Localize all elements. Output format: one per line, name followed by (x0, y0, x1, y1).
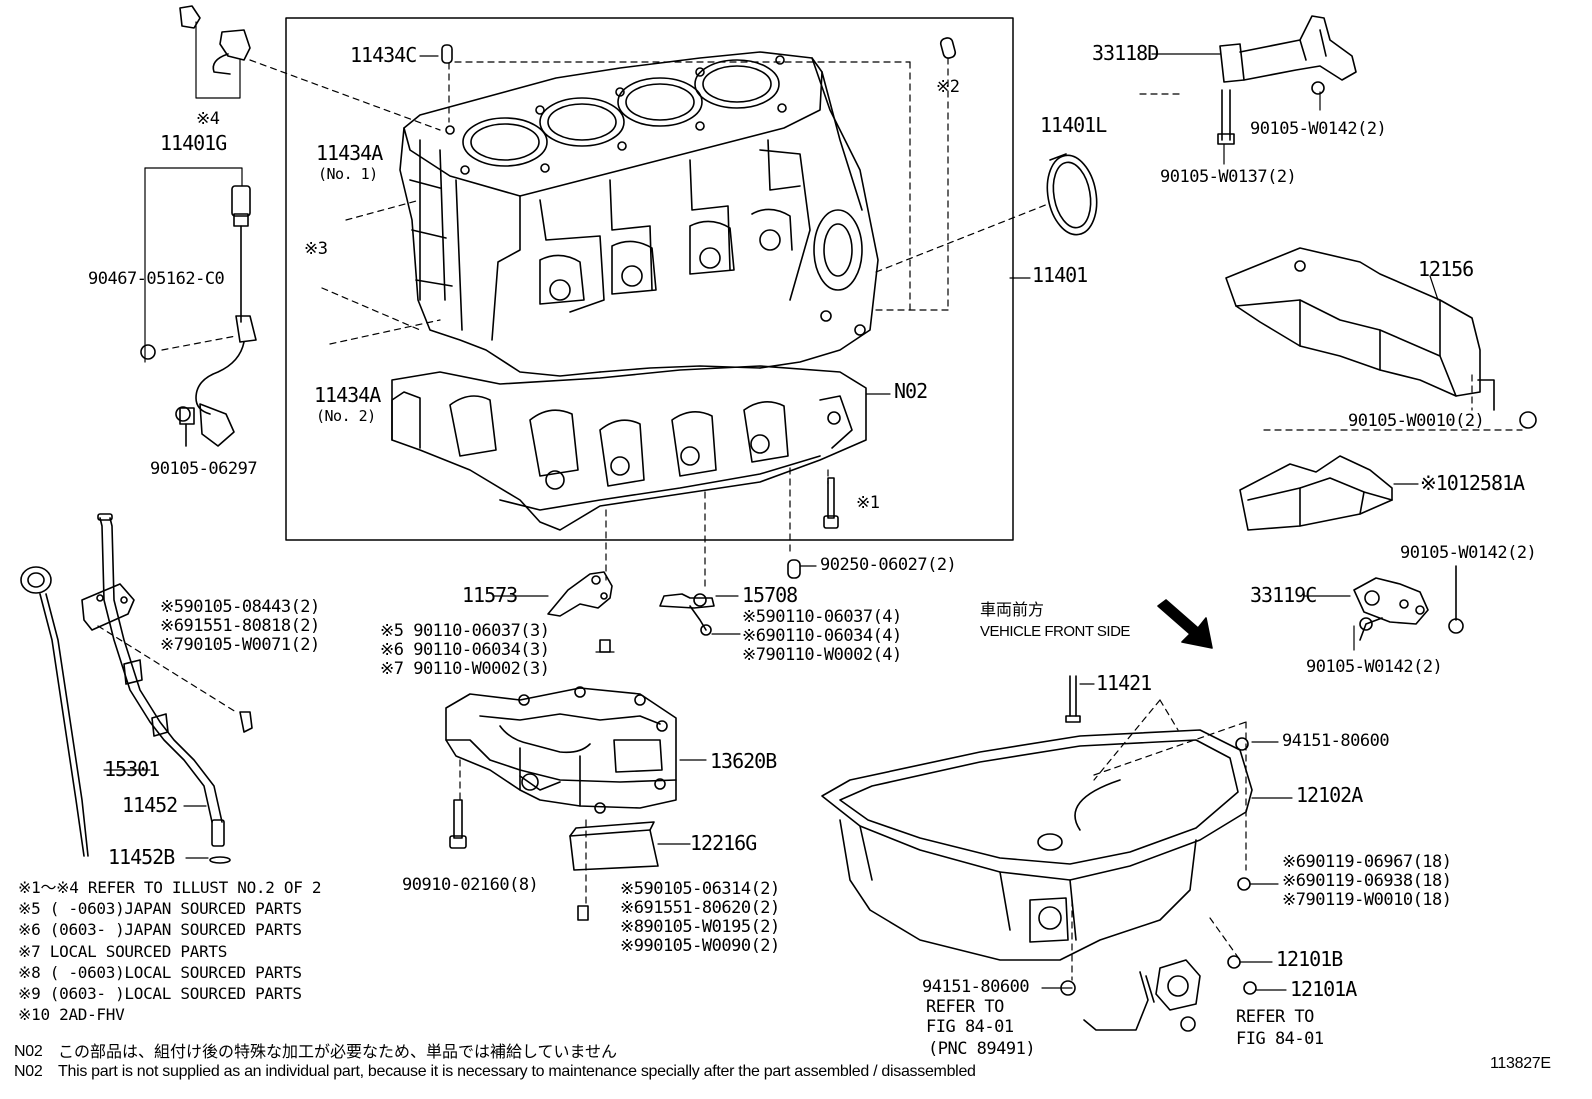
knock-sensor (141, 6, 256, 446)
bracket-33119C (1354, 566, 1463, 640)
leader-lines (97, 57, 1523, 981)
label-13620B: 13620B (710, 749, 777, 773)
label-90105-W0010: 90105-W0010(2) (1348, 411, 1485, 431)
label-12101A: 12101A (1290, 977, 1357, 1001)
label-90105-W0142-c: 90105-W0142(2) (1306, 657, 1443, 677)
note-7: ※7 LOCAL SOURCED PARTS (18, 942, 228, 961)
stiffener-12581A (1240, 456, 1392, 530)
label-11434A-no1-sub: (No. 1) (318, 165, 378, 183)
label-15708-b: ※690110-06034(4) (742, 626, 902, 646)
bracket-33118D (1218, 16, 1356, 144)
label-12216-c: ※890105-W0195(2) (620, 917, 780, 937)
label-90250: 90250-06027(2) (820, 555, 957, 575)
label-12102-c: ※790119-W0010(18) (1282, 890, 1452, 910)
oil-pan-12102A (822, 730, 1252, 960)
label-11434A-no2: 11434A (314, 383, 381, 407)
label-11452B: 11452B (108, 845, 175, 869)
label-mark-4: ※4 (196, 109, 220, 129)
label-15301: 15301 (104, 757, 160, 781)
balance-shaft-13620B (446, 687, 676, 813)
bolts (176, 407, 1256, 1031)
oil-jet-15708 (660, 594, 714, 635)
label-90910: 90910-02160(8) (402, 875, 539, 895)
strainer-12101 (1084, 960, 1200, 1030)
label-refer-2b: FIG 84-01 (1236, 1029, 1324, 1049)
label-12156: 12156 (1418, 257, 1474, 281)
label-90467: 90467-05162-C0 (88, 269, 225, 289)
label-11573-b: ※6 90110-06034(3) (380, 640, 550, 660)
note-5: ※5 ( -0603)JAPAN SOURCED PARTS (18, 899, 302, 918)
label-12216-b: ※691551-80620(2) (620, 898, 780, 918)
label-11573-c: ※7 90110-W0002(3) (380, 659, 550, 679)
label-12101B: 12101B (1276, 947, 1343, 971)
note-1: ※1～※4 REFER TO ILLUST NO.2 OF 2 (18, 878, 322, 897)
oil-baffle-12156 (1226, 248, 1494, 410)
label-12102A: 12102A (1296, 783, 1363, 807)
label-15301-a: ※590105-08443(2) (160, 597, 320, 617)
footnote-jp-code: N02 (14, 1043, 43, 1060)
label-15708-a: ※590110-06037(4) (742, 607, 902, 627)
label-refer-2: REFER TO (1236, 1007, 1314, 1027)
label-11401L: 11401L (1040, 113, 1107, 137)
label-33119C: 33119C (1250, 583, 1317, 607)
label-90105-W0142-b: 90105-W0142(2) (1400, 543, 1537, 563)
label-94151-a: 94151-80600 (1282, 731, 1390, 751)
label-refer-1c: (PNC 89491) (928, 1039, 1036, 1059)
footnote-en-code: N02 (14, 1063, 43, 1080)
note-6: ※6 (0603- )JAPAN SOURCED PARTS (18, 920, 302, 939)
label-11573-a: ※5 90110-06037(3) (380, 621, 550, 641)
footnote-en-text: This part is not supplied as an individu… (58, 1063, 976, 1080)
label-11401G: 11401G (160, 131, 227, 155)
label-90105-06297: 90105-06297 (150, 459, 258, 479)
label-front-jp: 車両前方 (980, 600, 1045, 619)
label-12581A: ※1012581A (1420, 471, 1525, 495)
oil-seal (1041, 151, 1102, 238)
baffle-11573 (548, 572, 612, 652)
bolt-90105-W0010 (1519, 411, 1537, 429)
label-mark-3: ※3 (304, 239, 328, 259)
label-12102-b: ※690119-06938(18) (1282, 871, 1452, 891)
label-12216-a: ※590105-06314(2) (620, 879, 780, 899)
block-frame (285, 17, 1014, 541)
label-33118D: 33118D (1092, 41, 1159, 65)
note-8: ※8 ( -0603)LOCAL SOURCED PARTS (18, 963, 302, 982)
label-90105-W0137: 90105-W0137(2) (1160, 167, 1297, 187)
label-11434A-no1: 11434A (316, 141, 383, 165)
label-N02: N02 (894, 379, 928, 403)
label-15301-b: ※691551-80818(2) (160, 616, 320, 636)
front-arrow (1157, 599, 1213, 649)
label-15301-c: ※790105-W0071(2) (160, 635, 320, 655)
footnote-jp-text: この部品は、組付け後の特殊な加工が必要なため、単品では補給していません (58, 1042, 618, 1061)
diagram-id: 113827E (1490, 1055, 1551, 1072)
label-11421: 11421 (1096, 671, 1152, 695)
label-mark-2: ※2 (936, 77, 960, 97)
label-refer-1b: FIG 84-01 (926, 1017, 1014, 1037)
note-9: ※9 (0603- )LOCAL SOURCED PARTS (18, 984, 302, 1003)
note-10: ※10 2AD-FHV (18, 1005, 125, 1024)
label-11434C: 11434C (350, 43, 417, 67)
label-12216G: 12216G (690, 831, 757, 855)
cover-12216G (570, 822, 690, 870)
label-90105-W0142-a: 90105-W0142(2) (1250, 119, 1387, 139)
label-front-en: VEHICLE FRONT SIDE (980, 623, 1130, 640)
label-94151-b: 94151-80600 (922, 977, 1030, 997)
label-mark-1: ※1 (856, 493, 880, 513)
label-15708: 15708 (742, 583, 798, 607)
label-refer-1: REFER TO (926, 997, 1004, 1017)
label-11452: 11452 (122, 793, 178, 817)
cylinder-block (400, 37, 956, 376)
label-11401: 11401 (1032, 263, 1088, 287)
label-11573: 11573 (462, 583, 518, 607)
dipstick-and-guide (21, 514, 252, 863)
label-12102-a: ※690119-06967(18) (1282, 852, 1452, 872)
label-11434A-no2-sub: (No. 2) (316, 407, 376, 425)
lower-crankcase (392, 366, 866, 530)
label-15708-c: ※790110-W0002(4) (742, 645, 902, 665)
label-12216-d: ※990105-W0090(2) (620, 936, 780, 956)
